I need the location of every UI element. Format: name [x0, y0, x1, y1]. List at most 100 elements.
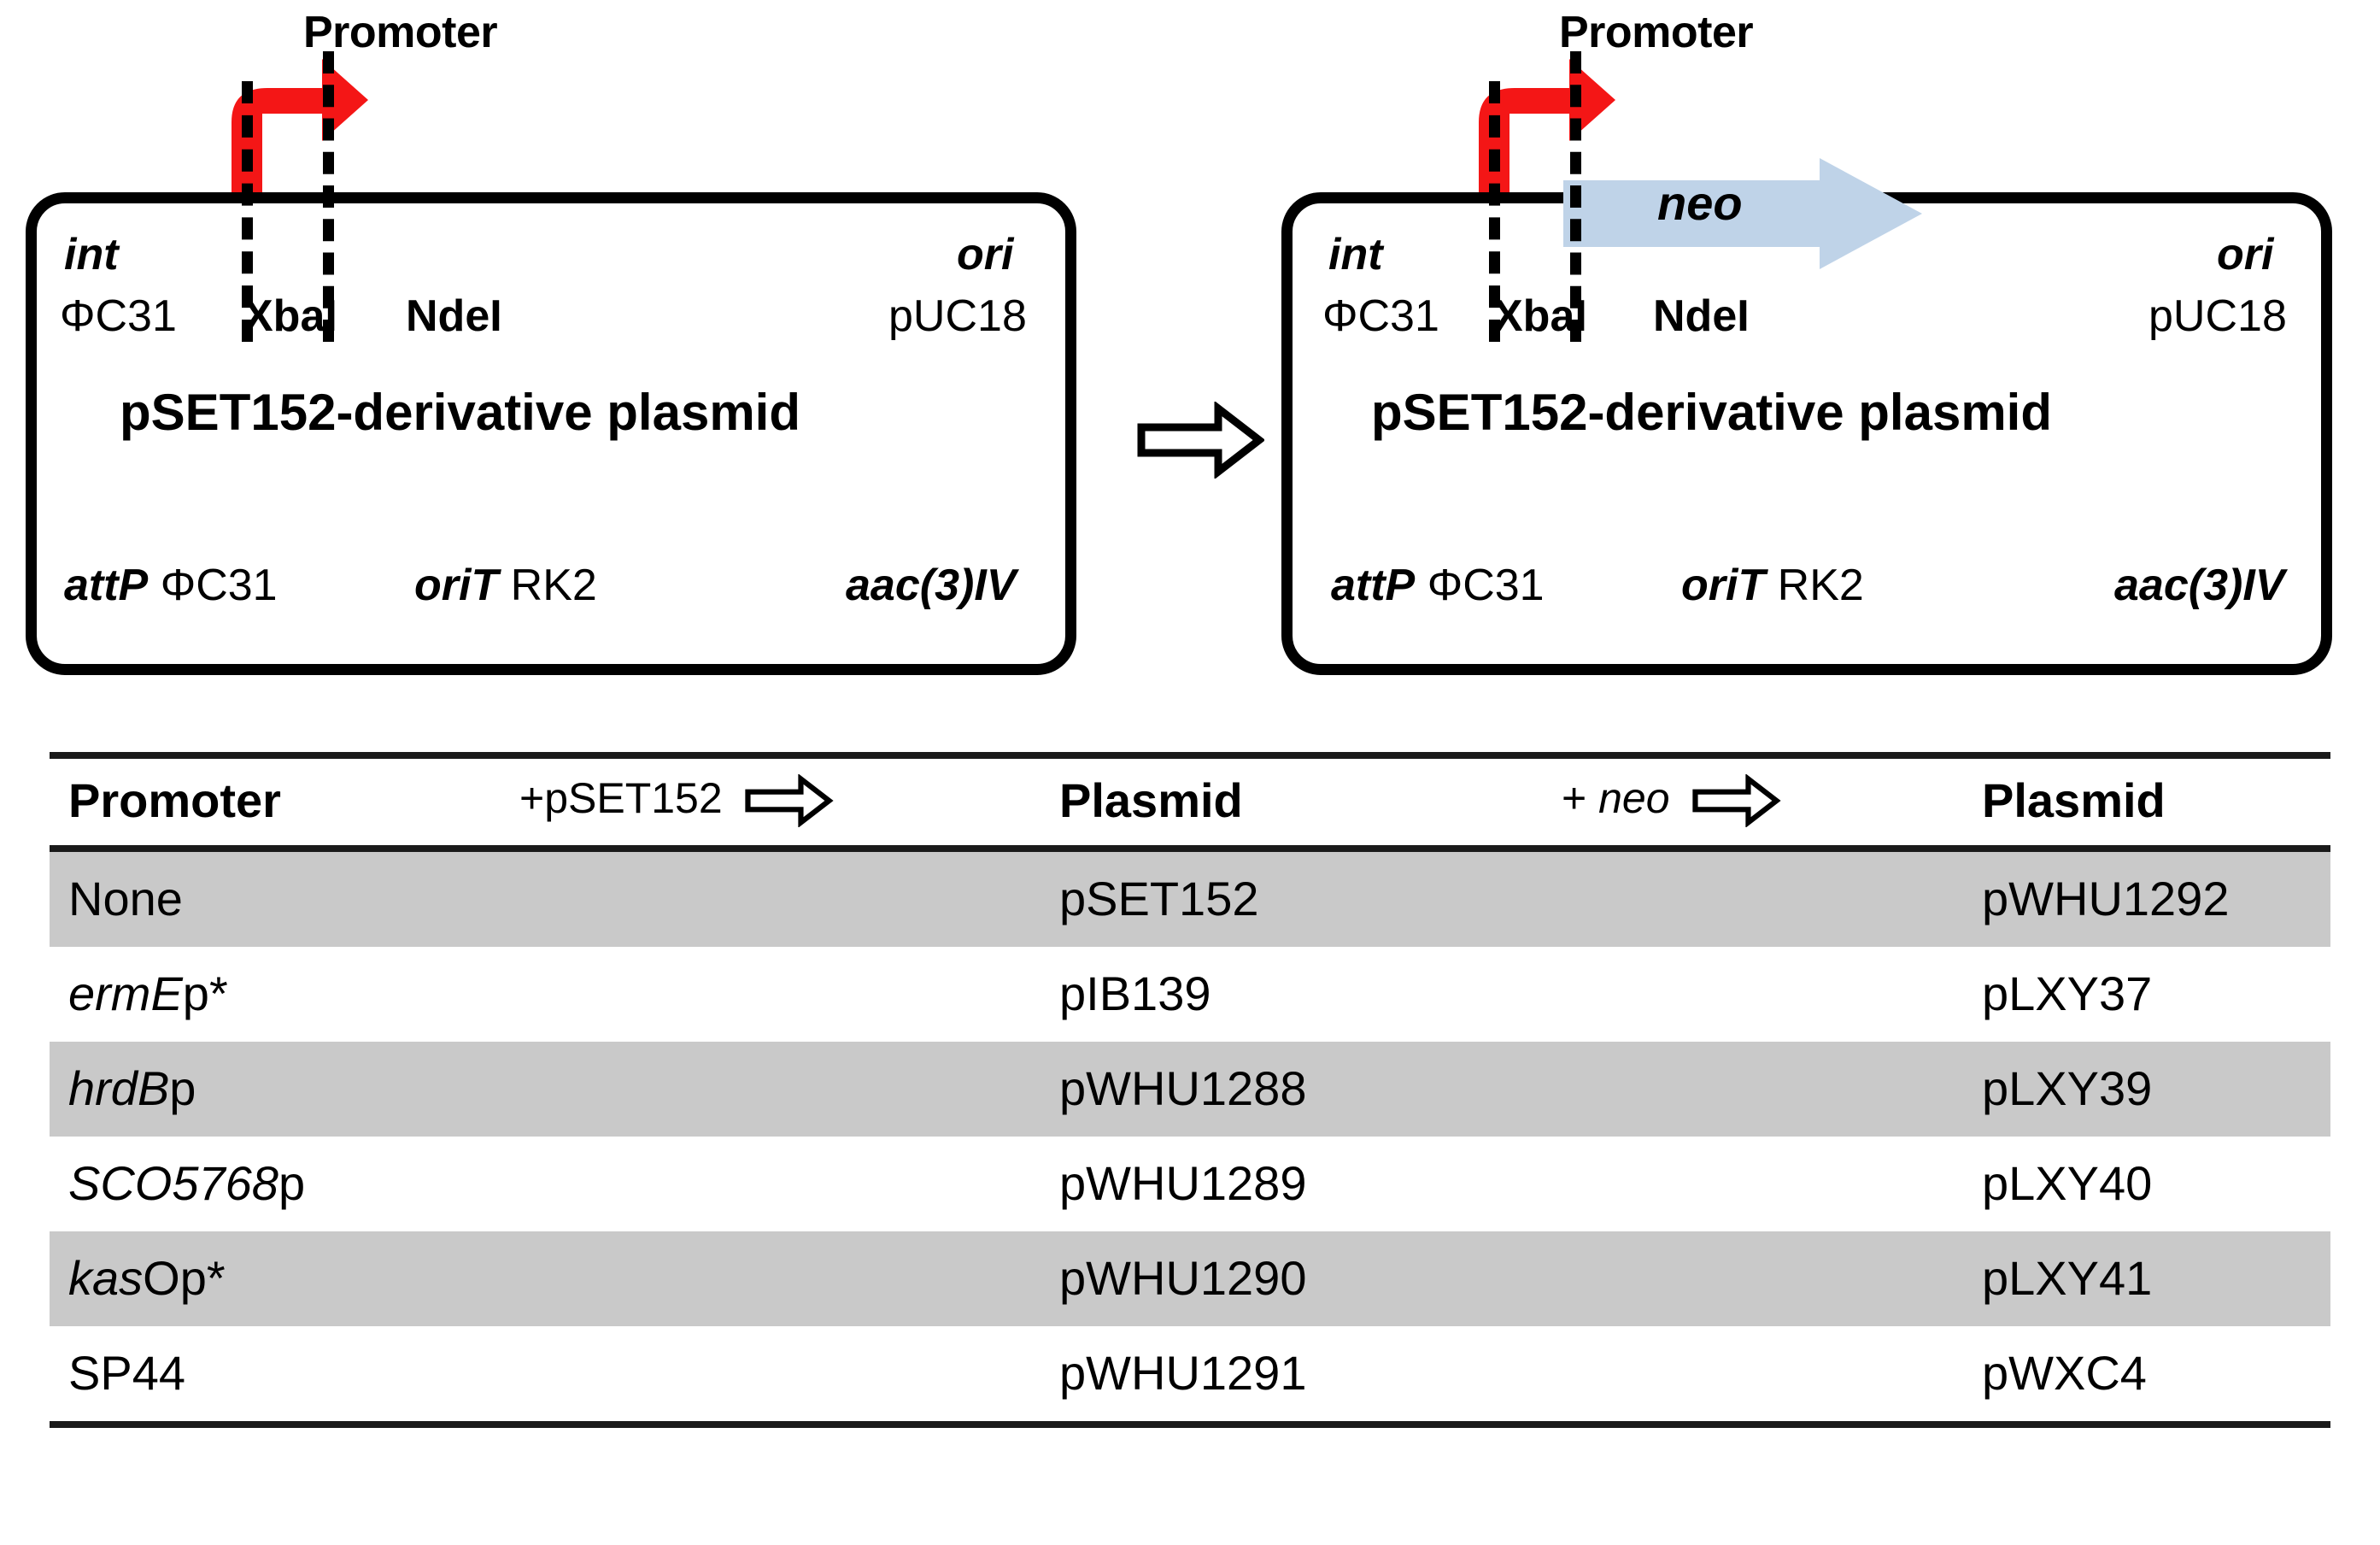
promoter-caption-right: Promoter: [1559, 8, 1754, 57]
promoter-suffix: SP44: [68, 1346, 185, 1400]
op1-text: +pSET152: [519, 773, 723, 822]
promoter-suffix: p: [169, 1061, 196, 1115]
label-xbai-site-left: XbaI: [243, 291, 337, 341]
cell-promoter: hrdBp: [50, 1042, 511, 1137]
label-ori-gene-right: ori: [2217, 230, 2274, 279]
promoter-caption-left: Promoter: [303, 8, 498, 57]
table-header-row: Promoter +pSET152 Plasmid + neo Plasmid: [50, 752, 2330, 852]
label-ndei-site-right: NdeI: [1653, 291, 1750, 341]
cell-promoter: SP44: [50, 1326, 511, 1428]
plasmid-panel-after: Promoter neo int ΦC31 XbaI NdeI ori pUC1…: [1281, 0, 2366, 709]
promoter-gene-italic: hrdB: [68, 1061, 170, 1115]
promoter-suffix: p*: [182, 966, 228, 1020]
table-row: kasOp* pWHU1290 pLXY41: [50, 1231, 2330, 1326]
table-row: hrdBp pWHU1288 pLXY39: [50, 1042, 2330, 1137]
cell-operation-1: [511, 1042, 1041, 1137]
cell-plasmid-2: pWXC4: [1963, 1326, 2330, 1428]
column-header-promoter: Promoter: [50, 752, 511, 852]
label-int-phage-left: ΦC31: [60, 291, 177, 341]
op2-gene-text: neo: [1598, 773, 1670, 822]
plasmid-backbone-box-left: [26, 192, 1076, 675]
plasmid-panel-before: Promoter int ΦC31 XbaI NdeI ori pUC18 pS…: [26, 0, 1111, 709]
cell-operation-1: [511, 947, 1041, 1042]
cell-operation-2: [1553, 1137, 1963, 1231]
cell-plasmid-1: pWHU1290: [1041, 1231, 1553, 1326]
orit-gene-text: oriT: [414, 561, 499, 610]
promoter-gene-italic: ermE: [68, 966, 183, 1020]
neo-gene-arrow-icon: [1563, 158, 1922, 269]
label-int-gene-right: int: [1328, 230, 1383, 279]
hollow-right-arrow-icon: [1691, 774, 1781, 828]
orit-source-text: RK2: [1777, 561, 1864, 610]
label-orit-left: oriT RK2: [414, 560, 597, 611]
cell-plasmid-1: pWHU1288: [1041, 1042, 1553, 1137]
xbai-cut-line-left: [242, 81, 253, 342]
neo-gene-label: neo: [1657, 176, 1743, 230]
attp-gene-text: attP: [64, 561, 149, 610]
ndei-cut-line-left: [323, 51, 334, 342]
label-aac3iv-left: aac(3)IV: [846, 561, 1017, 610]
cell-operation-2: [1553, 1231, 1963, 1326]
cell-operation-2: [1553, 1326, 1963, 1428]
cell-promoter: None: [50, 849, 511, 947]
table-header: Promoter +pSET152 Plasmid + neo Plasmid: [50, 752, 2330, 852]
label-xbai-site-right: XbaI: [1493, 291, 1587, 341]
cell-plasmid-1: pIB139: [1059, 966, 1211, 1020]
cell-plasmid-2: pLXY40: [1982, 1156, 2153, 1210]
cell-operation-1: [511, 849, 1041, 947]
table-row: SCO5768p pWHU1289 pLXY40: [50, 1137, 2330, 1231]
cell-plasmid-2: pLXY39: [1963, 1042, 2330, 1137]
label-attp-right: attP ΦC31: [1331, 560, 1545, 611]
promoter-suffix: Op*: [143, 1251, 226, 1305]
cell-operation-2: [1553, 849, 1963, 947]
label-int-gene-left: int: [64, 230, 119, 279]
plasmid-diagram: Promoter int ΦC31 XbaI NdeI ori pUC18 pS…: [0, 0, 2380, 709]
label-aac3iv-right: aac(3)IV: [2114, 561, 2285, 610]
column-header-operation-2: + neo: [1553, 752, 1963, 852]
promoter-red-arrow-icon: [232, 59, 368, 205]
label-ori-source-left: pUC18: [888, 291, 1027, 341]
plasmid-title-left: pSET152-derivative plasmid: [120, 384, 800, 441]
table-body: None pSET152 pWHU1292 ermEp* pIB139 pLXY37 hrd…: [50, 849, 2330, 1428]
attp-phage-text: ΦC31: [160, 561, 278, 610]
plasmid-construction-table: Promoter +pSET152 Plasmid + neo Plasmid …: [50, 752, 2330, 1428]
ndei-cut-line-right: [1570, 51, 1581, 342]
column-header-operation-1: +pSET152: [511, 752, 1041, 852]
promoter-gene-italic: kas: [68, 1251, 144, 1305]
label-orit-right: oriT RK2: [1681, 560, 1864, 611]
cell-operation-1: [511, 1326, 1041, 1428]
attp-gene-text: attP: [1331, 561, 1416, 610]
promoter-red-arrow-icon: [1479, 59, 1615, 205]
cell-plasmid-2: pLXY37: [1982, 966, 2153, 1020]
cell-promoter: kasOp*: [50, 1231, 511, 1326]
cell-operation-1: [511, 1137, 1041, 1231]
label-int-phage-right: ΦC31: [1322, 291, 1439, 341]
cell-operation-1: [511, 1231, 1041, 1326]
hollow-right-arrow-icon: [745, 774, 834, 828]
cell-operation-2: [1553, 947, 1963, 1042]
cell-promoter: ermEp*: [50, 947, 511, 1042]
cell-operation-2: [1553, 1042, 1963, 1137]
cell-plasmid-2: pLXY41: [1963, 1231, 2330, 1326]
plasmid-title-right: pSET152-derivative plasmid: [1371, 384, 2052, 441]
label-ori-source-right: pUC18: [2148, 291, 2287, 341]
promoter-suffix: p: [278, 1156, 306, 1210]
promoter-suffix: None: [68, 872, 183, 925]
column-header-plasmid-2: Plasmid: [1963, 752, 2330, 852]
cell-plasmid-1: pWHU1291: [1041, 1326, 1553, 1428]
cell-plasmid-2: pWHU1292: [1963, 849, 2330, 947]
cell-plasmid-1: pWHU1289: [1059, 1156, 1307, 1210]
label-ori-gene-left: ori: [957, 230, 1014, 279]
column-header-plasmid-1: Plasmid: [1041, 752, 1553, 852]
transform-hollow-arrow-icon: [1137, 402, 1264, 479]
cell-plasmid-1: pSET152: [1041, 849, 1553, 947]
label-attp-left: attP ΦC31: [64, 560, 278, 611]
promoter-gene-italic: SCO5768: [68, 1156, 278, 1210]
orit-source-text: RK2: [510, 561, 597, 610]
table-row: SP44 pWHU1291 pWXC4: [50, 1326, 2330, 1428]
table-row: ermEp* pIB139 pLXY37: [50, 947, 2330, 1042]
op2-prefix-text: +: [1562, 773, 1587, 822]
label-ndei-site-left: NdeI: [406, 291, 502, 341]
attp-phage-text: ΦC31: [1427, 561, 1545, 610]
cell-promoter: SCO5768p: [50, 1137, 511, 1231]
